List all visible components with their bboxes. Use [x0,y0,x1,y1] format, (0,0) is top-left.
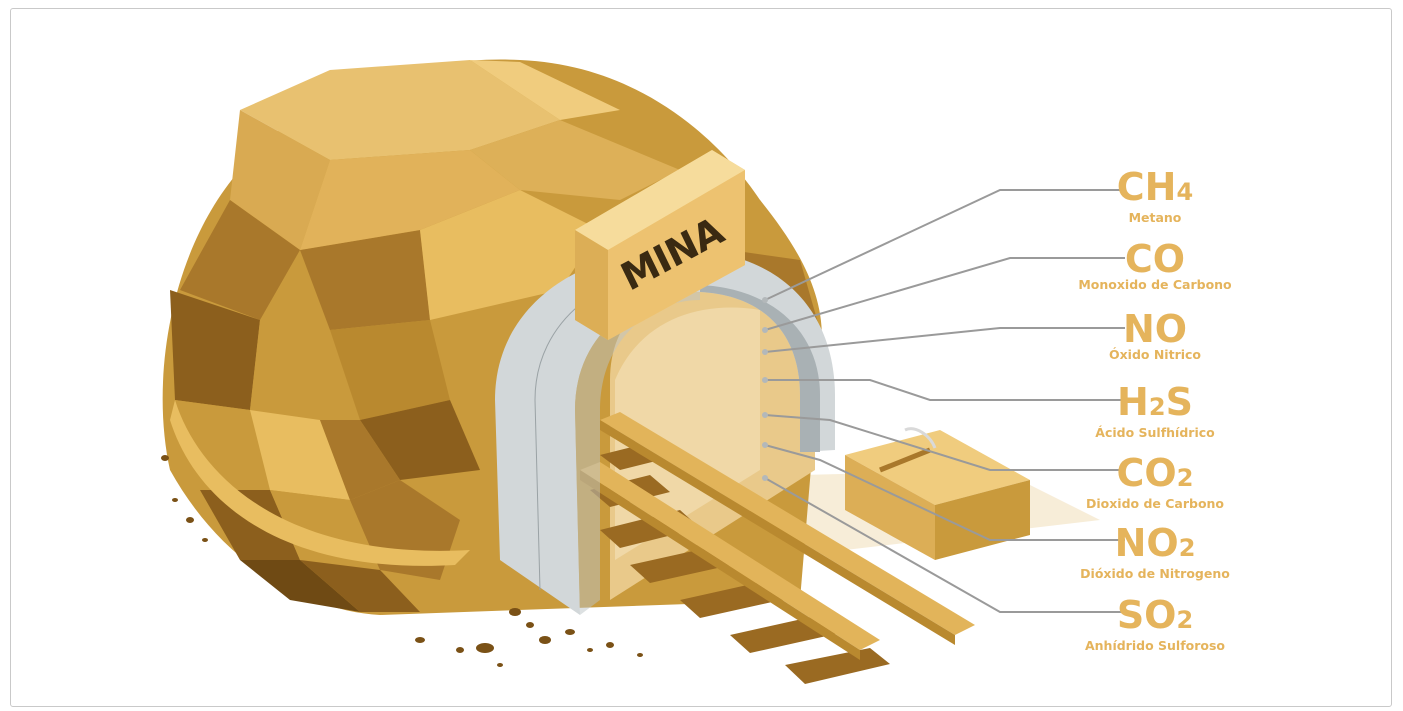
gas-subscript-co2: 2 [1177,464,1194,492]
gas-name-ch4: Metano [1025,211,1285,225]
gas-subscript-h2s: 2 [1149,393,1166,421]
gas-formula-no: NO [1123,307,1187,351]
gas-subscript-no2: 2 [1179,534,1196,562]
gas-name-so2: Anhídrido Sulforoso [1025,639,1285,653]
gas-formula-no2: NO [1115,521,1179,565]
gas-label-no: NO Óxido Nitrico [1025,310,1285,362]
gas-formula-co: CO [1125,237,1185,281]
gas-label-h2s: H2S Ácido Sulfhídrico [1025,383,1285,440]
gas-formula-h2s-tail: S [1166,380,1193,424]
gas-name-h2s: Ácido Sulfhídrico [1025,426,1285,440]
gas-label-no2: NO2 Dióxido de Nitrogeno [1025,524,1285,581]
gas-name-co: Monoxido de Carbono [1025,278,1285,292]
gas-subscript-ch4: 4 [1177,178,1194,206]
gas-formula-ch4: CH [1117,165,1177,209]
gas-label-ch4: CH4 Metano [1025,168,1285,225]
gas-formula-h2s: H [1117,380,1149,424]
gas-formula-co2: CO [1117,451,1177,495]
gas-name-no: Óxido Nitrico [1025,348,1285,362]
gas-label-so2: SO2 Anhídrido Sulforoso [1025,596,1285,653]
gas-name-no2: Dióxido de Nitrogeno [1025,567,1285,581]
gas-name-co2: Dioxido de Carbono [1025,497,1285,511]
gas-formula-so2: SO [1117,593,1177,637]
gas-subscript-so2: 2 [1176,606,1193,634]
gas-label-co2: CO2 Dioxido de Carbono [1025,454,1285,511]
gas-label-co: CO Monoxido de Carbono [1025,240,1285,292]
